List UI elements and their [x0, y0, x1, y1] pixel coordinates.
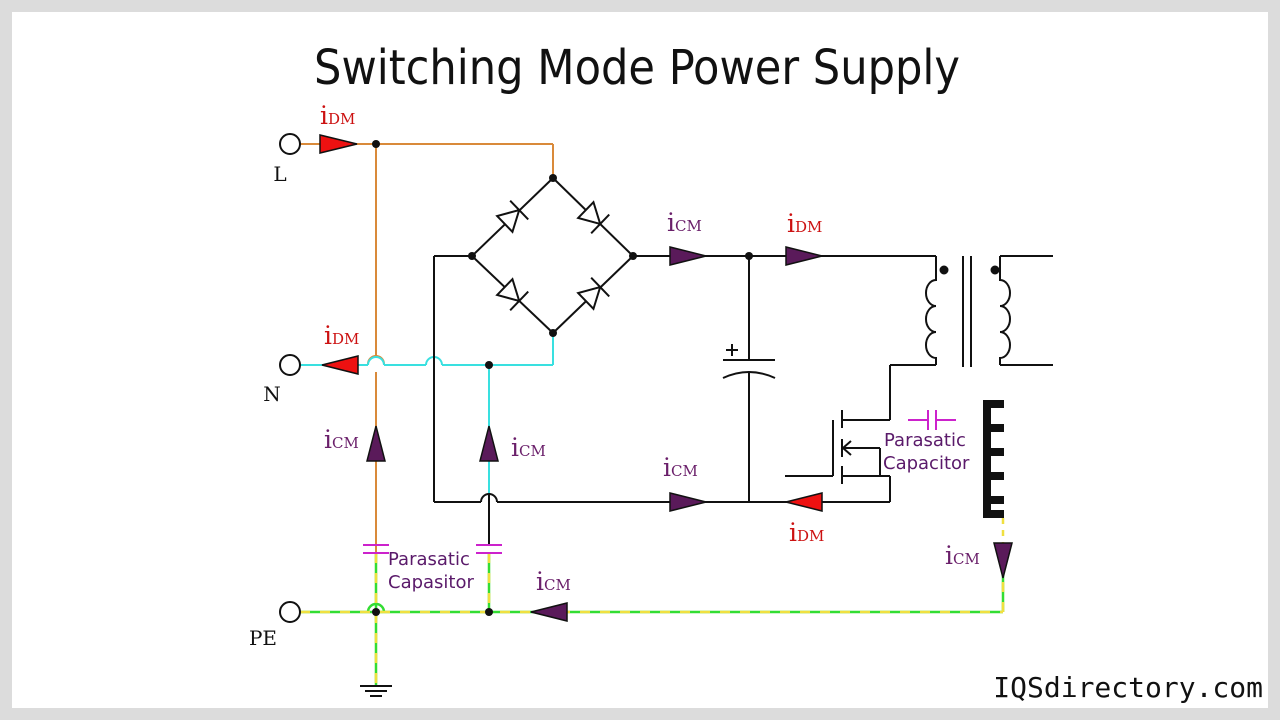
brand-watermark: IQSdirectory.com	[993, 671, 1263, 704]
neutral-wire	[300, 333, 554, 495]
current-label-cm: iCM	[667, 208, 702, 237]
transformer-icon	[925, 256, 1011, 367]
current-labels: iDM iDM iDM iDM iCM iCM iCM iCM iCM iCM	[320, 101, 980, 596]
parasitic-capacitor-label-line2: Capacitor	[883, 453, 970, 474]
arrow-right-icon	[785, 246, 823, 266]
dm-current-arrows	[319, 134, 823, 512]
diode-icon	[576, 200, 610, 234]
terminals	[279, 133, 301, 623]
current-label-dm: iDM	[320, 101, 355, 130]
arrow-left-icon	[530, 602, 568, 622]
current-label-cm: iCM	[536, 567, 571, 596]
parasitic-capasitor-label-line2: Capasitor	[388, 572, 475, 593]
ground-icon	[360, 685, 392, 697]
page-title: Switching Mode Power Supply	[314, 40, 960, 96]
terminal-line-label: L	[273, 162, 286, 186]
current-label-dm: iDM	[324, 321, 359, 350]
current-label-cm: iCM	[945, 541, 980, 570]
parasitic-capacitor-label-line1: Parasatic	[884, 430, 966, 451]
arrow-right-icon	[669, 246, 707, 266]
arrow-up-icon	[479, 425, 499, 462]
arrow-right-icon	[669, 492, 707, 512]
cm-current-arrows	[366, 246, 1013, 622]
arrow-down-icon	[993, 542, 1013, 579]
terminal-pe-label: PE	[249, 626, 277, 650]
diagram-frame	[12, 12, 1268, 708]
current-label-dm: iDM	[787, 209, 822, 238]
terminal-line-icon	[279, 133, 301, 155]
diode-icon	[495, 277, 529, 311]
mosfet-icon	[832, 410, 881, 484]
current-label-cm: iCM	[511, 433, 546, 462]
junction-dots	[372, 140, 753, 616]
terminal-neutral-label: N	[263, 382, 281, 406]
earth-wire	[300, 518, 1005, 686]
parasitic-capacitors	[363, 410, 956, 554]
terminal-pe-icon	[279, 601, 301, 623]
arrow-up-icon	[366, 425, 386, 462]
arrow-left-icon	[785, 492, 823, 512]
current-label-cm: iCM	[663, 453, 698, 482]
arrow-right-icon	[319, 134, 358, 154]
terminal-neutral-icon	[279, 354, 301, 376]
arrow-left-icon	[321, 355, 359, 375]
current-label-dm: iDM	[789, 518, 824, 547]
bulk-capacitor-icon	[722, 344, 776, 379]
current-label-cm: iCM	[324, 425, 359, 454]
diode-icon	[495, 200, 529, 234]
heatsink-icon	[983, 400, 1004, 518]
diode-icon	[576, 277, 610, 311]
parasitic-capasitor-label-line1: Parasatic	[388, 549, 470, 570]
bridge-rectifier	[495, 200, 610, 311]
